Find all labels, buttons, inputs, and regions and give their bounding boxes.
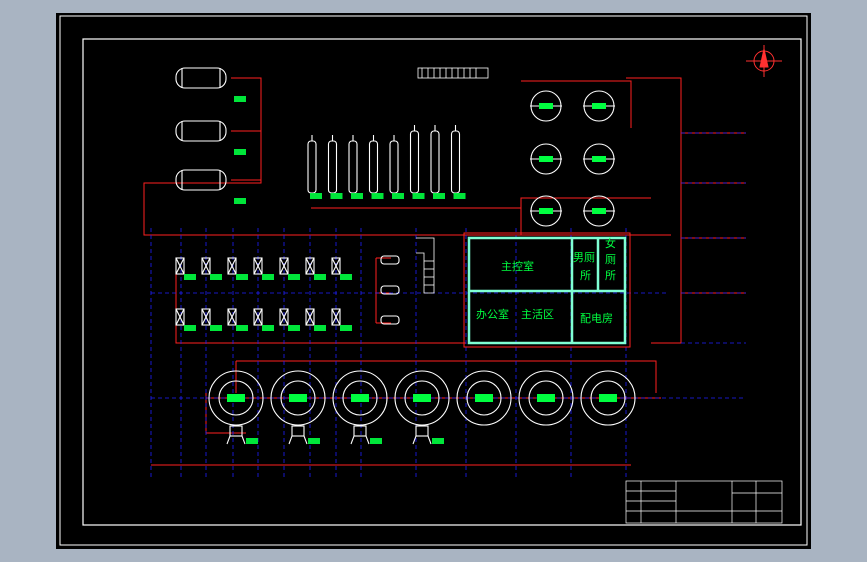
equipment-tag — [432, 438, 444, 444]
ring-tank — [332, 370, 388, 445]
filter-unit — [305, 257, 315, 275]
small-vessel — [380, 315, 400, 325]
equipment-tag — [314, 325, 326, 331]
equipment-tag — [246, 438, 258, 444]
equipment-tag — [210, 325, 222, 331]
equipment-tag — [351, 193, 363, 199]
ring-tank — [456, 370, 512, 426]
equipment-tag — [210, 274, 222, 280]
ring-tank — [394, 370, 450, 445]
equipment-tag — [184, 274, 196, 280]
equipment-tag — [184, 325, 196, 331]
vertical-column — [327, 135, 338, 194]
filter-unit — [331, 308, 341, 326]
spherical-tank — [583, 195, 615, 227]
equipment-tag — [340, 274, 352, 280]
small-vessel — [380, 255, 400, 265]
equipment-tag — [236, 325, 248, 331]
filter-unit — [279, 308, 289, 326]
room-womens-wc-line1: 女 — [605, 236, 616, 250]
filter-unit — [253, 308, 263, 326]
equipment-tag — [392, 193, 404, 199]
cad-drawing: 主控室 男厕 所 女 厕 所 办公室 主活区 配电房 — [59, 15, 808, 546]
filter-unit — [305, 308, 315, 326]
equipment-tag — [234, 96, 246, 102]
filter-unit — [175, 257, 185, 275]
equipment-tag — [453, 193, 466, 199]
ring-tank — [580, 370, 636, 426]
equipment-tag — [234, 149, 246, 155]
cad-viewport[interactable]: 主控室 男厕 所 女 厕 所 办公室 主活区 配电房 — [56, 13, 811, 549]
filter-unit — [201, 257, 211, 275]
spherical-tank — [583, 90, 615, 122]
equipment-tag — [262, 325, 274, 331]
building-outline — [463, 232, 631, 348]
equipment-tag — [288, 274, 300, 280]
filter-unit — [279, 257, 289, 275]
title-block — [625, 480, 783, 524]
spherical-tank — [530, 143, 562, 175]
filter-unit — [227, 257, 237, 275]
room-power: 配电房 — [580, 312, 613, 325]
vertical-column — [430, 125, 440, 194]
equipment-tag — [412, 193, 425, 199]
filter-unit — [201, 308, 211, 326]
spherical-tank — [530, 90, 562, 122]
inner-frame — [82, 38, 802, 526]
equipment-tag — [371, 193, 384, 199]
vertical-column — [348, 135, 358, 194]
stair-symbol — [416, 67, 489, 294]
equipment-tag — [370, 438, 382, 444]
room-mens-wc-line1: 男厕 — [573, 251, 595, 264]
equipment-tag — [236, 274, 248, 280]
room-main-control: 主控室 — [501, 259, 534, 273]
north-arrow-icon — [746, 45, 782, 77]
equipment-tag — [433, 193, 445, 199]
filter-unit — [227, 308, 237, 326]
equipment-tag — [310, 193, 322, 199]
vertical-column — [389, 135, 399, 194]
equipment-tag — [262, 274, 274, 280]
vertical-column — [409, 125, 420, 194]
ring-tank — [208, 370, 264, 445]
spherical-tank — [583, 143, 615, 175]
outer-frame — [59, 15, 808, 546]
spherical-tank — [530, 195, 562, 227]
filter-unit — [253, 257, 263, 275]
horizontal-tank — [175, 169, 227, 191]
equipment-tag — [234, 198, 246, 204]
small-vessel — [380, 285, 400, 295]
vertical-column — [368, 135, 379, 194]
room-womens-wc-line2: 厕 — [605, 253, 616, 266]
filter-unit — [331, 257, 341, 275]
vertical-column — [307, 135, 317, 194]
equipment-layer — [175, 67, 636, 445]
room-womens-wc-line3: 所 — [605, 269, 616, 282]
equipment-tag — [308, 438, 320, 444]
equipment-tag — [340, 325, 352, 331]
equipment-tag — [330, 193, 343, 199]
filter-unit — [175, 308, 185, 326]
horizontal-tank — [175, 120, 227, 142]
control-building — [467, 236, 627, 345]
ring-tank — [270, 370, 326, 445]
ring-tank — [518, 370, 574, 426]
equipment-tag — [314, 274, 326, 280]
room-office: 办公室 — [476, 307, 509, 321]
room-mens-wc-line2: 所 — [580, 269, 591, 282]
horizontal-tank — [175, 67, 227, 89]
equipment-tag — [288, 325, 300, 331]
vertical-column — [450, 125, 461, 194]
room-living-area: 主活区 — [521, 308, 554, 321]
